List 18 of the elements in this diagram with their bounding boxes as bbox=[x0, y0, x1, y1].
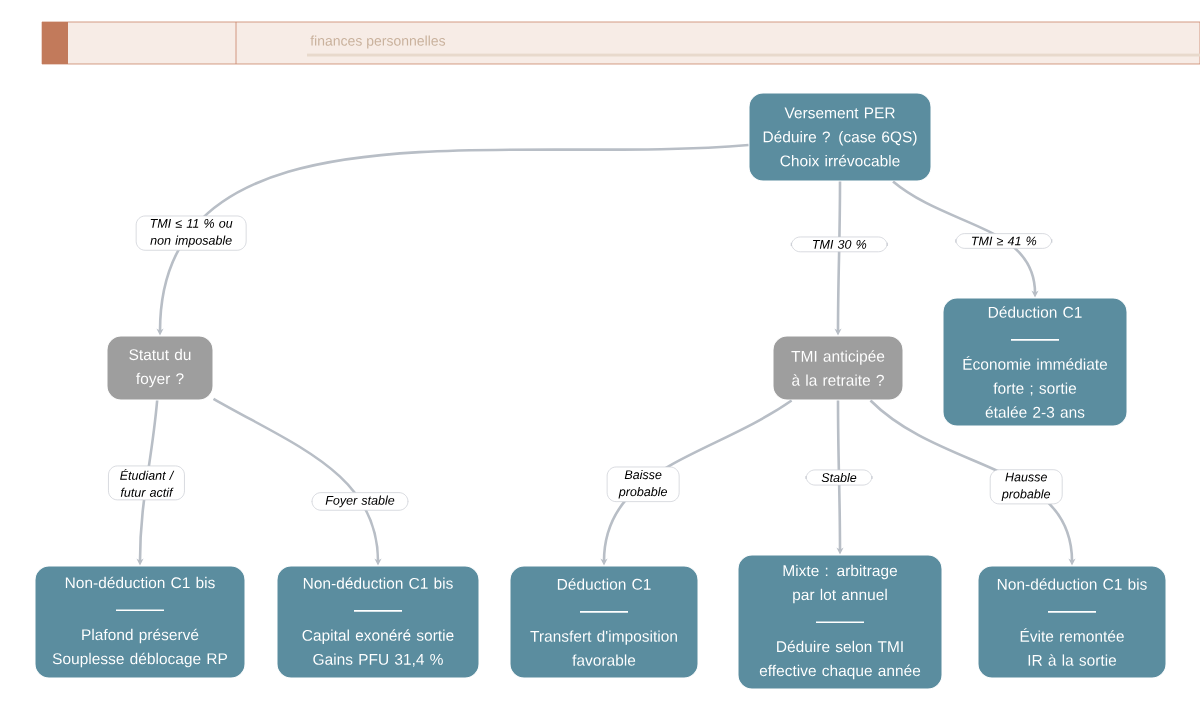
edge-label: TMI ≥ 41 % bbox=[955, 233, 1053, 249]
outcome-box: Déduction C1 Transfert d'imposition favorable bbox=[509, 565, 699, 679]
outcome-box: Non-déduction C1 bis Évite remontée IR à la sortie bbox=[977, 565, 1167, 679]
edge-label: TMI 30 % bbox=[790, 236, 888, 253]
outcome-box: Non-déduction C1 bis Plafond préservé Souplesse déblocage RP bbox=[34, 565, 246, 679]
edge-label: TMI ≤ 11 % ou non imposable bbox=[135, 215, 247, 251]
outcome-box: Mixte : arbitrage par lot annuel Déduire selon TMI effective chaque année bbox=[737, 554, 943, 690]
outcome-box: Non-déduction C1 bis Capital exonéré sortie Gains PFU 31,4 % bbox=[276, 565, 480, 679]
edge-label: Étudiant / futur actif bbox=[108, 465, 185, 501]
edge-label: Foyer stable bbox=[311, 492, 409, 511]
start-box: Versement PER Déduire ? (case 6QS) Choix irrévocable bbox=[748, 92, 932, 182]
edge-label: Stable bbox=[805, 469, 873, 486]
tagline: finances personnelles bbox=[310, 35, 446, 49]
edge-label: Hausse probable bbox=[989, 469, 1063, 505]
decision-box: Statut du foyer ? bbox=[106, 335, 214, 401]
edge-label: Baisse probable bbox=[606, 466, 680, 502]
decision-box: TMI anticipée à la retraite ? bbox=[772, 335, 904, 401]
outcome-box: Déduction C1 Économie immédiate forte ; sortie étalée 2-3 ans bbox=[942, 297, 1128, 427]
